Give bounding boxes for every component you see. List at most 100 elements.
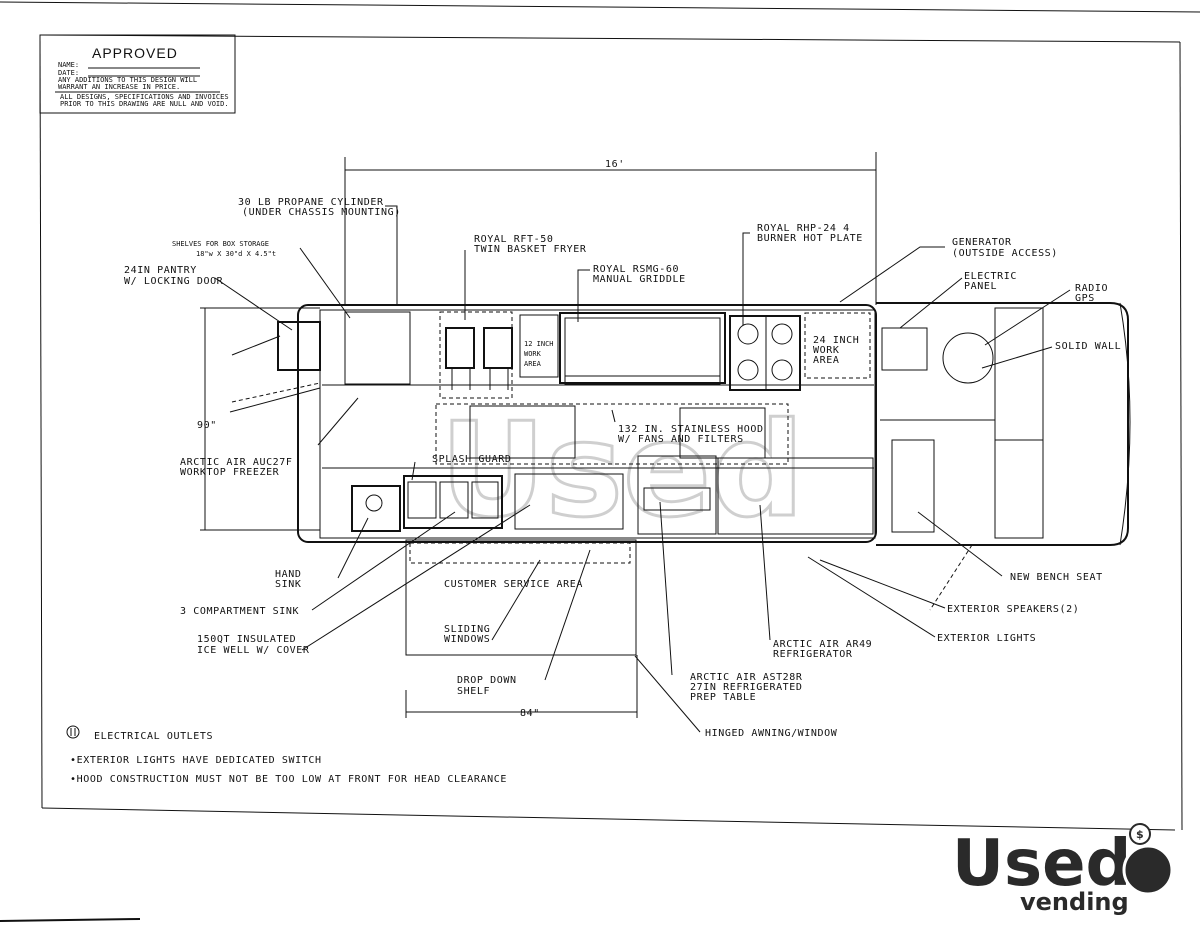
scan-edge-bottom bbox=[0, 918, 141, 922]
approval-name-label: NAME: bbox=[58, 61, 79, 69]
callout-prep-3: PREP TABLE bbox=[690, 692, 756, 703]
approval-notice-1: ALL DESIGNS, SPECIFICATIONS AND INVOICES bbox=[60, 93, 229, 101]
dimension-90in: 90" bbox=[197, 307, 320, 531]
callout-fryer-2: TWIN BASKET FRYER bbox=[474, 244, 587, 255]
twin-basket-fryer bbox=[445, 327, 513, 390]
steering-wheel bbox=[942, 332, 994, 384]
approval-block: APPROVED NAME: DATE: ANY ADDITIONS TO TH… bbox=[39, 34, 236, 114]
callout-ice-2: ICE WELL W/ COVER bbox=[197, 645, 310, 656]
three-compartment-sink bbox=[403, 475, 503, 529]
callout-work24-3: AREA bbox=[813, 355, 839, 366]
approval-date-label: DATE: bbox=[58, 69, 79, 77]
callout-work24-2: WORK bbox=[813, 345, 839, 356]
callout-radio-2: GPS bbox=[1075, 293, 1095, 304]
border-right bbox=[1179, 41, 1183, 831]
callout-griddle-1: ROYAL RSMG-60 bbox=[593, 264, 679, 275]
callout-lights: EXTERIOR LIGHTS bbox=[937, 633, 1036, 644]
door-swing bbox=[929, 544, 973, 611]
callout-prep-1: ARCTIC AIR AST28R bbox=[690, 672, 803, 683]
ice-well bbox=[514, 473, 624, 530]
stainless-hood bbox=[435, 403, 789, 465]
work-area-24 bbox=[804, 312, 871, 379]
approval-warning-2: WARRANT AN INCREASE IN PRICE. bbox=[58, 83, 180, 91]
approval-warning-1: ANY ADDITIONS TO THIS DESIGN WILL bbox=[58, 76, 197, 84]
work-area-12 bbox=[519, 314, 559, 378]
electric-panel bbox=[881, 327, 928, 371]
callout-shelves-2: 18"w X 30"d X 4.5"t bbox=[196, 250, 276, 258]
callout-dropdown-2: SHELF bbox=[457, 686, 490, 697]
callout-electric-1: ELECTRIC bbox=[964, 271, 1017, 282]
prep-table bbox=[637, 455, 717, 535]
leader-lines bbox=[214, 205, 1071, 733]
manual-griddle bbox=[559, 312, 726, 385]
callout-solid-wall: SOLID WALL bbox=[1055, 341, 1121, 352]
usedvending-logo: Used vending $ bbox=[950, 823, 1174, 918]
watermark-logo: Used bbox=[440, 394, 804, 546]
callouts: 30 LB PROPANE CYLINDER (UNDER CHASSIS MO… bbox=[124, 197, 1121, 739]
border-left bbox=[39, 34, 43, 809]
dimension-16ft: 16' bbox=[344, 152, 877, 305]
callout-work24-1: 24 INCH bbox=[813, 335, 859, 346]
pig-icon bbox=[1122, 844, 1174, 896]
border-top bbox=[39, 34, 1181, 43]
callout-sliding-1: SLIDING bbox=[444, 624, 490, 635]
legend-electrical-outlets: ELECTRICAL OUTLETS bbox=[94, 731, 213, 742]
callout-griddle-2: MANUAL GRIDDLE bbox=[593, 274, 686, 285]
callout-sliding-2: WINDOWS bbox=[444, 634, 490, 645]
coin-symbol: $ bbox=[1136, 828, 1144, 841]
callout-fridge-1: ARCTIC AIR AR49 bbox=[773, 639, 872, 650]
callout-splash: SPLASH GUARD bbox=[432, 454, 511, 465]
approval-notice-2: PRIOR TO THIS DRAWING ARE NULL AND VOID. bbox=[60, 100, 229, 108]
callout-pantry-1: 24IN PANTRY bbox=[124, 265, 197, 276]
callout-comp-sink: 3 COMPARTMENT SINK bbox=[180, 606, 299, 617]
callout-hotplate-1: ROYAL RHP-24 4 bbox=[757, 223, 850, 234]
callout-radio-1: RADIO bbox=[1075, 283, 1108, 294]
callout-electric-2: PANEL bbox=[964, 281, 997, 292]
callout-propane-2: (UNDER CHASSIS MOUNTING) bbox=[242, 207, 401, 218]
note-hood-construction: •HOOD CONSTRUCTION MUST NOT BE TOO LOW A… bbox=[70, 774, 507, 785]
pantry bbox=[229, 321, 321, 413]
callout-hotplate-2: BURNER HOT PLATE bbox=[757, 233, 863, 244]
callout-bench: NEW BENCH SEAT bbox=[1010, 572, 1103, 583]
electrical-outlet-icon bbox=[66, 725, 80, 739]
logo-used-text: Used bbox=[952, 827, 1131, 901]
callout-shelves-1: SHELVES FOR BOX STORAGE bbox=[172, 240, 269, 248]
callout-generator-1: GENERATOR bbox=[952, 237, 1012, 248]
callout-ice-1: 150QT INSULATED bbox=[197, 634, 296, 645]
coin-icon bbox=[1129, 823, 1151, 845]
note-exterior-lights: •EXTERIOR LIGHTS HAVE DEDICATED SWITCH bbox=[70, 755, 322, 766]
refrigerator bbox=[717, 457, 874, 535]
approval-title: APPROVED bbox=[92, 45, 178, 61]
logo-vending-text: vending bbox=[1020, 888, 1129, 916]
callout-hand-sink-1: HAND bbox=[275, 569, 301, 580]
callout-customer: CUSTOMER SERVICE AREA bbox=[444, 579, 583, 590]
callout-fridge-2: REFRIGERATOR bbox=[773, 649, 853, 660]
callout-freezer-2: WORKTOP FREEZER bbox=[180, 467, 280, 478]
truck-body bbox=[297, 302, 1131, 546]
hand-sink bbox=[351, 485, 401, 532]
callout-work12-1: 12 INCH bbox=[524, 340, 554, 348]
callout-prep-2: 27IN REFRIGERATED bbox=[690, 682, 803, 693]
callout-propane-1: 30 LB PROPANE CYLINDER bbox=[238, 197, 384, 208]
callout-hood-2: W/ FANS AND FILTERS bbox=[618, 434, 744, 445]
callout-hand-sink-2: SINK bbox=[275, 579, 301, 590]
callout-pantry-2: W/ LOCKING DOOR bbox=[124, 276, 224, 287]
callout-freezer-1: ARCTIC AIR AUC27F bbox=[180, 457, 293, 468]
border-bottom bbox=[41, 807, 1176, 831]
notes: ELECTRICAL OUTLETS •EXTERIOR LIGHTS HAVE… bbox=[66, 725, 507, 785]
callout-work12-2: WORK bbox=[524, 350, 542, 358]
hot-plate bbox=[729, 315, 801, 391]
box-storage-shelves bbox=[344, 311, 411, 385]
dimension-84in: 84" bbox=[405, 655, 638, 719]
dimension-window-label: 84" bbox=[520, 708, 540, 719]
bench-seat bbox=[891, 439, 935, 533]
callout-speakers: EXTERIOR SPEAKERS(2) bbox=[947, 604, 1079, 615]
callout-hood-1: 132 IN. STAINLESS HOOD bbox=[618, 424, 764, 435]
callout-dropdown-1: DROP DOWN bbox=[457, 675, 517, 686]
dimension-width-label: 90" bbox=[197, 420, 217, 431]
callout-generator-2: (OUTSIDE ACCESS) bbox=[952, 248, 1058, 259]
callout-work12-3: AREA bbox=[524, 360, 542, 368]
scan-edge-top bbox=[0, 1, 1200, 13]
customer-service-area bbox=[405, 539, 637, 656]
